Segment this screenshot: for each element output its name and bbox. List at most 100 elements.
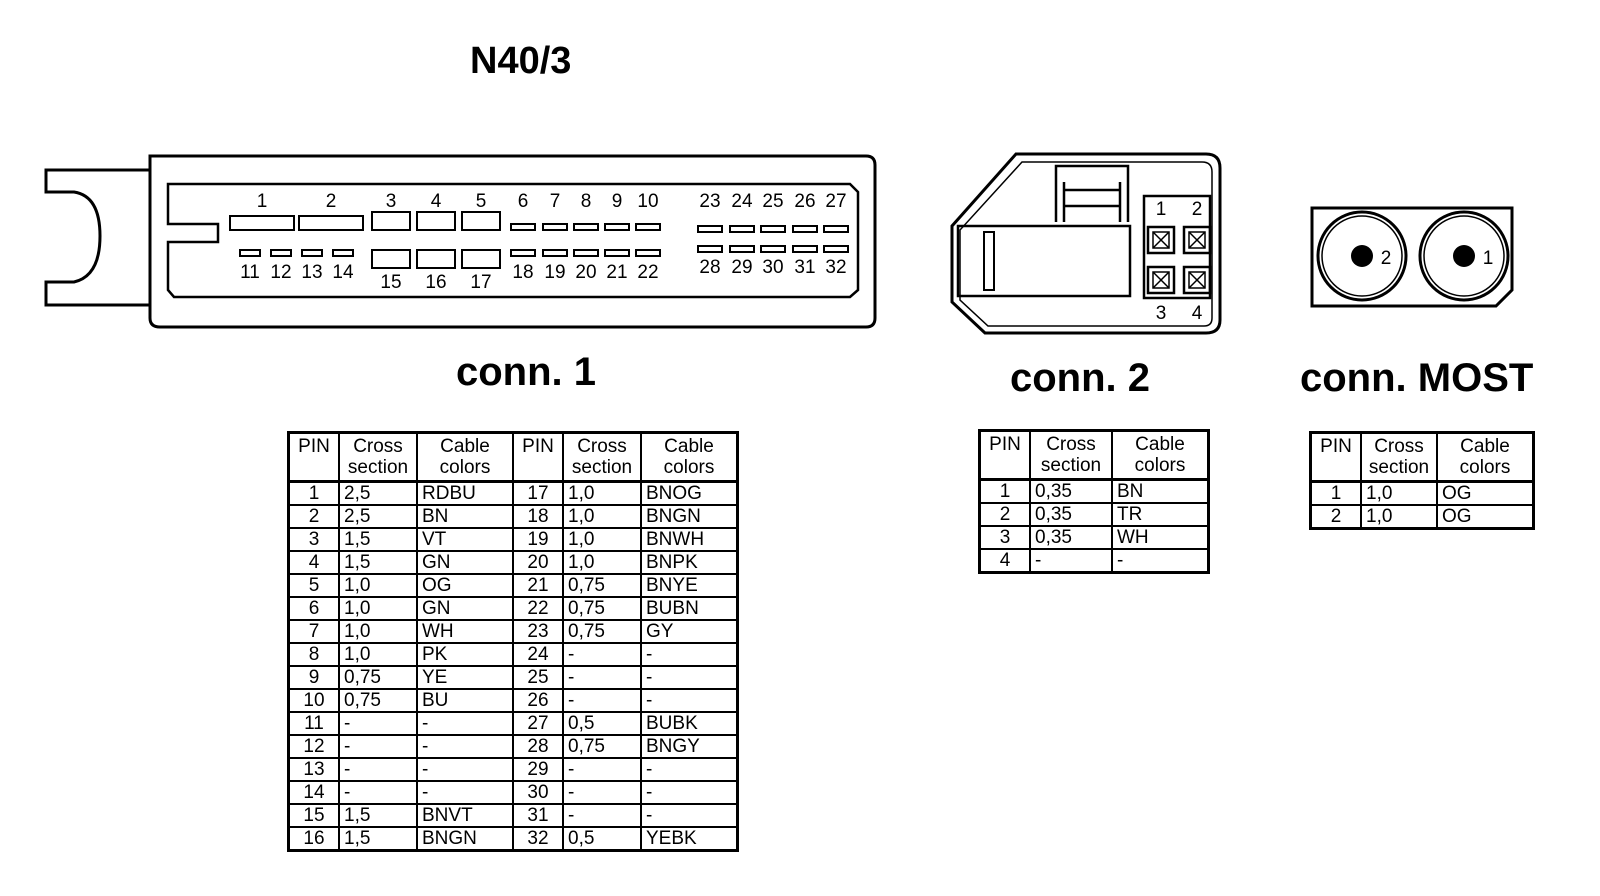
conn1-pin-number: 24 (731, 191, 753, 212)
cable-colors-header-line1: Cable (440, 436, 490, 457)
cross-section-header-line1: Cross (577, 436, 627, 457)
cross-section-cell: 0,5 (562, 711, 642, 736)
conn1-pin-slot (823, 225, 849, 233)
most-pin-number: 1 (1483, 248, 1494, 269)
cross-section-cell: - (562, 757, 642, 782)
cable-colors-header-line2: colors (663, 457, 715, 478)
conn1-pin-number: 17 (470, 272, 491, 293)
conn1-pin-slot (635, 223, 661, 231)
conn1-pin-slot (792, 225, 818, 233)
cross-section-cell: 1,5 (338, 826, 418, 852)
cable-color-cell: BN (1111, 478, 1210, 504)
table-row: 14--30-- (287, 780, 739, 805)
conn1-pin-number: 10 (637, 191, 658, 212)
conn2-terminal (1146, 225, 1176, 255)
cross-section-cell: 0,75 (338, 665, 418, 690)
cable-color-cell: - (640, 780, 739, 805)
conn1-pin-number: 25 (762, 191, 783, 212)
conn1-pin-number: 1 (257, 191, 268, 212)
pin-cell: 5 (287, 573, 340, 598)
conn1-pin-slot (573, 223, 599, 231)
cable-color-cell: WH (416, 619, 514, 644)
pin-cell: 28 (512, 734, 564, 759)
conn1-pin-slot (760, 245, 786, 253)
cross-section-cell: 1,0 (1360, 480, 1438, 506)
conn1-pin-number: 2 (326, 191, 337, 212)
conn1-pin-slot (604, 223, 630, 231)
cable-color-cell: YE (416, 665, 514, 690)
pin-cell: 4 (287, 550, 340, 575)
pin-cell: 2 (287, 504, 340, 529)
conn1-pin-number: 29 (731, 257, 752, 278)
cross-section-cell: 1,5 (338, 550, 418, 575)
cable-color-cell: GN (416, 550, 514, 575)
pin-cell: 8 (287, 642, 340, 667)
pin-header: PIN (978, 429, 1031, 481)
conn1-pin-slot (332, 249, 354, 257)
cable-color-cell: BNGN (416, 826, 514, 852)
cable-color-cell: - (416, 734, 514, 759)
cable-color-cell: BNYE (640, 573, 739, 598)
pin-cell: 1 (978, 478, 1031, 504)
cable-color-cell: - (416, 757, 514, 782)
conn1-pin-slot (270, 249, 292, 257)
conn1-pin-number: 27 (825, 191, 846, 212)
cross-section-cell: 1,5 (338, 527, 418, 552)
conn1-pin-slot (729, 225, 755, 233)
pin-cell: 6 (287, 596, 340, 621)
cross-section-cell: - (338, 780, 418, 805)
cable-color-cell: BNOG (640, 480, 739, 506)
cross-section-cell: 0,75 (562, 596, 642, 621)
pin-cell: 13 (287, 757, 340, 782)
cross-section-cell: 1,0 (562, 550, 642, 575)
conn2-pin-number: 1 (1156, 199, 1167, 220)
conn1-pin-slot (510, 223, 536, 231)
cross-section-cell: 0,75 (562, 734, 642, 759)
conn1-pin-number: 26 (794, 191, 815, 212)
conn1-pin-number: 18 (512, 262, 533, 283)
cable-color-cell: BNWH (640, 527, 739, 552)
pin-cell: 22 (512, 596, 564, 621)
cable-color-cell: RDBU (416, 480, 514, 506)
conn1-housing (44, 154, 877, 329)
conn1-pin-number: 22 (637, 262, 658, 283)
conn1-pin-number: 20 (575, 262, 596, 283)
cable-color-cell: BNPK (640, 550, 739, 575)
cross-section-cell: - (562, 665, 642, 690)
conn2-terminal (1182, 265, 1212, 295)
cross-section-cell: - (562, 780, 642, 805)
cross-section-cell: 1,0 (562, 480, 642, 506)
conn1-pin-number: 13 (301, 262, 322, 283)
conn1-pin-slot (697, 245, 723, 253)
conn1-pin-number: 31 (794, 257, 815, 278)
cross-section-cell: 1,0 (338, 619, 418, 644)
conn1-label: conn. 1 (456, 350, 597, 394)
conn1-pin-slot (416, 249, 456, 269)
conn2-terminal-cross (1152, 271, 1170, 289)
conn2-pin-number: 3 (1156, 303, 1167, 324)
pin-header-text: PIN (1320, 436, 1352, 457)
cable-color-cell: OG (416, 573, 514, 598)
pin-header-text: PIN (298, 436, 330, 457)
cross-section-cell: 0,75 (562, 619, 642, 644)
conn1-pin-number: 28 (699, 257, 720, 278)
most-housing (1310, 206, 1514, 308)
pin-header-text: PIN (522, 436, 554, 457)
cross-section-cell: 0,75 (562, 573, 642, 598)
pin-cell: 10 (287, 688, 340, 713)
cable-color-cell: BNVT (416, 803, 514, 828)
